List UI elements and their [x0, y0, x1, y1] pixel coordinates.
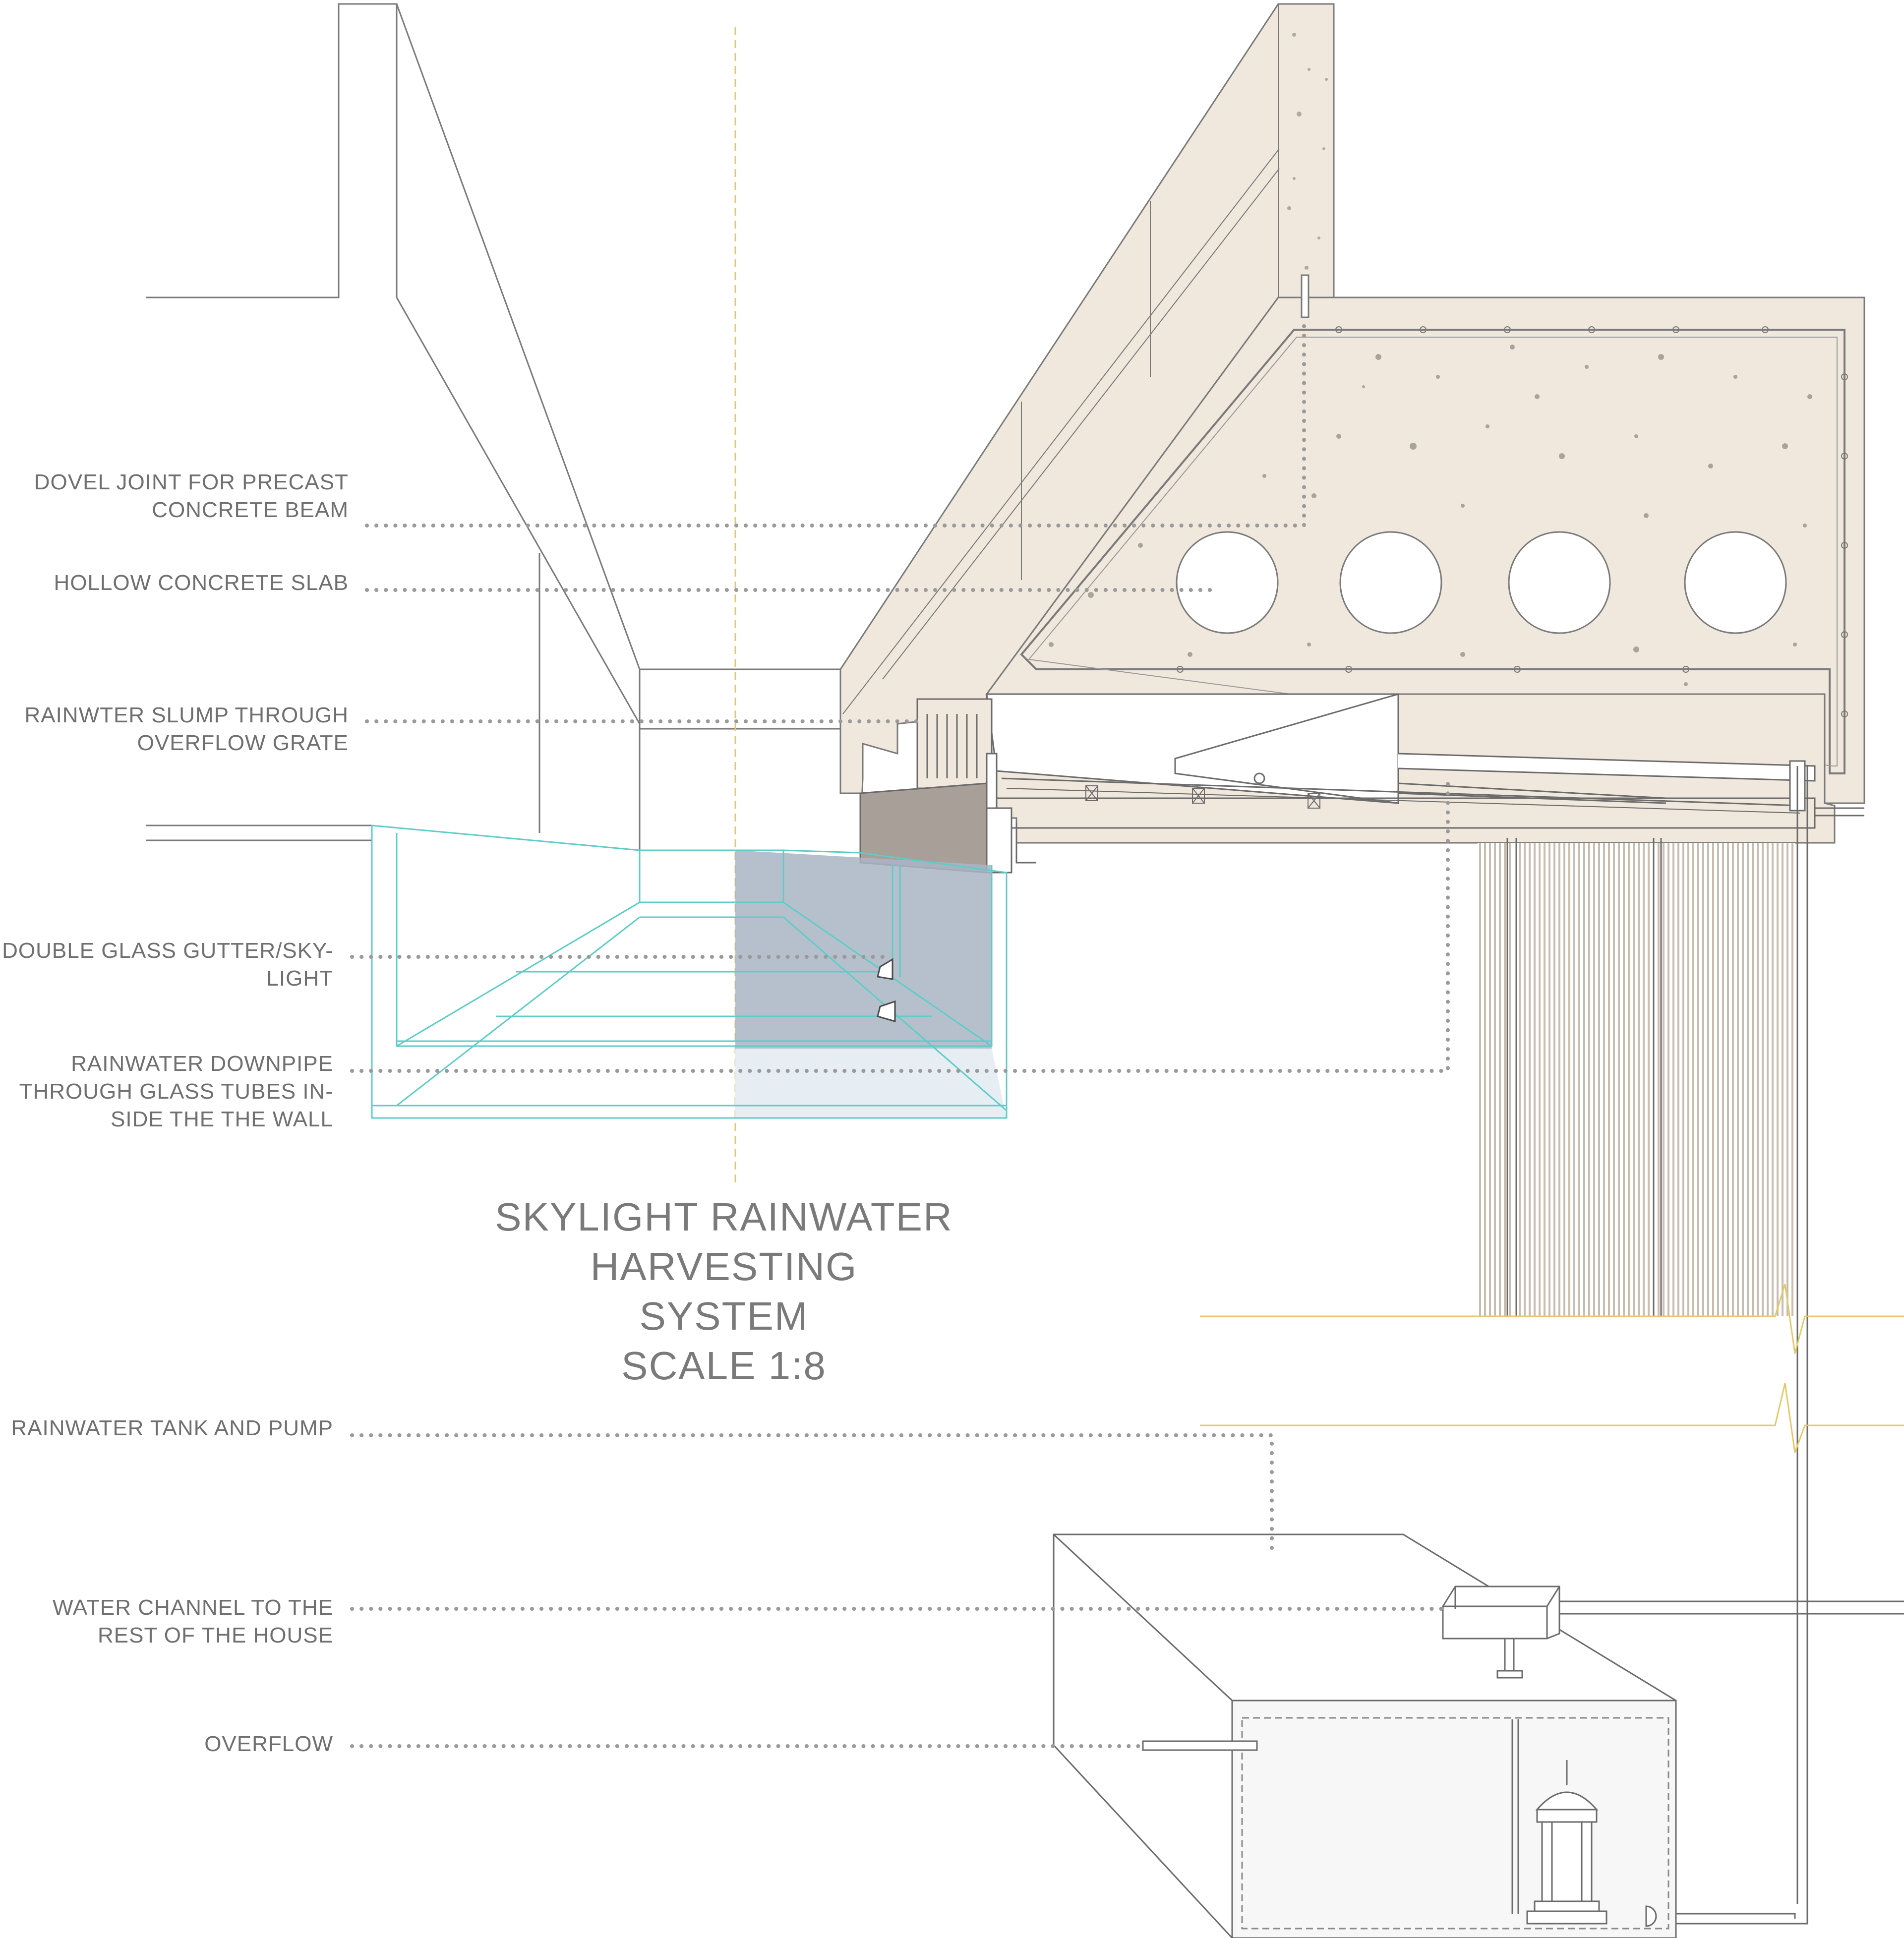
slab-void-4	[1684, 531, 1787, 634]
wall-glass-tubes	[1478, 838, 1795, 1316]
label-downpipe: RAINWATER DOWNPIPE THROUGH GLASS TUBES I…	[19, 1050, 333, 1133]
label-downpipe-line3: SIDE THE THE WALL	[111, 1107, 333, 1131]
leader-tank-pump	[350, 1433, 1274, 1559]
rainwater-tank	[1053, 1533, 1904, 1938]
slab-void-1	[1176, 531, 1279, 634]
slab-void-2	[1339, 531, 1442, 634]
diagram-title: SKYLIGHT RAINWATER HARVESTING SYSTEM SCA…	[377, 1192, 1071, 1391]
label-glass-gutter: DOUBLE GLASS GUTTER/SKY- LIGHT	[2, 937, 333, 993]
label-tank-pump-line1: RAINWATER TANK AND PUMP	[11, 1416, 333, 1440]
label-tank-pump: RAINWATER TANK AND PUMP	[11, 1414, 333, 1442]
label-overflow-grate-line2: OVERFLOW GRATE	[137, 731, 349, 755]
label-hollow-slab: HOLLOW CONCRETE SLAB	[54, 569, 349, 597]
water-channel-pipe	[1511, 1600, 1904, 1914]
label-overflow-grate-line1: RAINWTER SLUMP THROUGH	[24, 703, 349, 727]
label-hollow-slab-line1: HOLLOW CONCRETE SLAB	[54, 571, 349, 595]
pump-control-box	[1442, 1586, 1560, 1679]
label-water-channel-line1: WATER CHANNEL TO THE	[52, 1595, 333, 1620]
leader-lines	[350, 315, 1450, 1748]
label-downpipe-line1: RAINWATER DOWNPIPE	[71, 1052, 333, 1076]
overflow-grate	[859, 698, 1036, 874]
label-overflow: OVERFLOW	[204, 1730, 333, 1758]
diagram-title-line3: SCALE 1:8	[621, 1344, 827, 1388]
label-dowel-joint-line1: DOVEL JOINT FOR PRECAST	[34, 470, 349, 494]
gutter-soffit	[986, 693, 1864, 844]
slab-void-3	[1508, 531, 1611, 634]
section-break-lines	[1200, 1284, 1904, 1453]
label-glass-gutter-line2: LIGHT	[266, 966, 333, 991]
leader-dowel-joint	[365, 315, 1306, 528]
label-water-channel-line2: REST OF THE HOUSE	[97, 1623, 333, 1647]
label-overflow-grate: RAINWTER SLUMP THROUGH OVERFLOW GRATE	[24, 702, 349, 757]
leader-downpipe	[350, 781, 1450, 1073]
label-downpipe-line2: THROUGH GLASS TUBES IN-	[19, 1079, 333, 1104]
hollow-concrete-slab	[985, 274, 1865, 804]
label-dowel-joint: DOVEL JOINT FOR PRECAST CONCRETE BEAM	[34, 469, 349, 524]
diagram-title-line1: SKYLIGHT RAINWATER HARVESTING	[495, 1195, 953, 1289]
label-overflow-line1: OVERFLOW	[204, 1732, 333, 1756]
submersible-pump	[1526, 1760, 1657, 1927]
diagram-title-line2: SYSTEM	[639, 1294, 809, 1338]
label-water-channel: WATER CHANNEL TO THE REST OF THE HOUSE	[53, 1594, 333, 1649]
label-dowel-joint-line2: CONCRETE BEAM	[152, 498, 349, 522]
overflow-pipe	[1142, 1740, 1258, 1751]
label-glass-gutter-line1: DOUBLE GLASS GUTTER/SKY-	[2, 939, 333, 963]
rainwater-downpipe	[1666, 766, 1808, 1925]
glass-gutter-skylight	[371, 824, 1008, 1119]
